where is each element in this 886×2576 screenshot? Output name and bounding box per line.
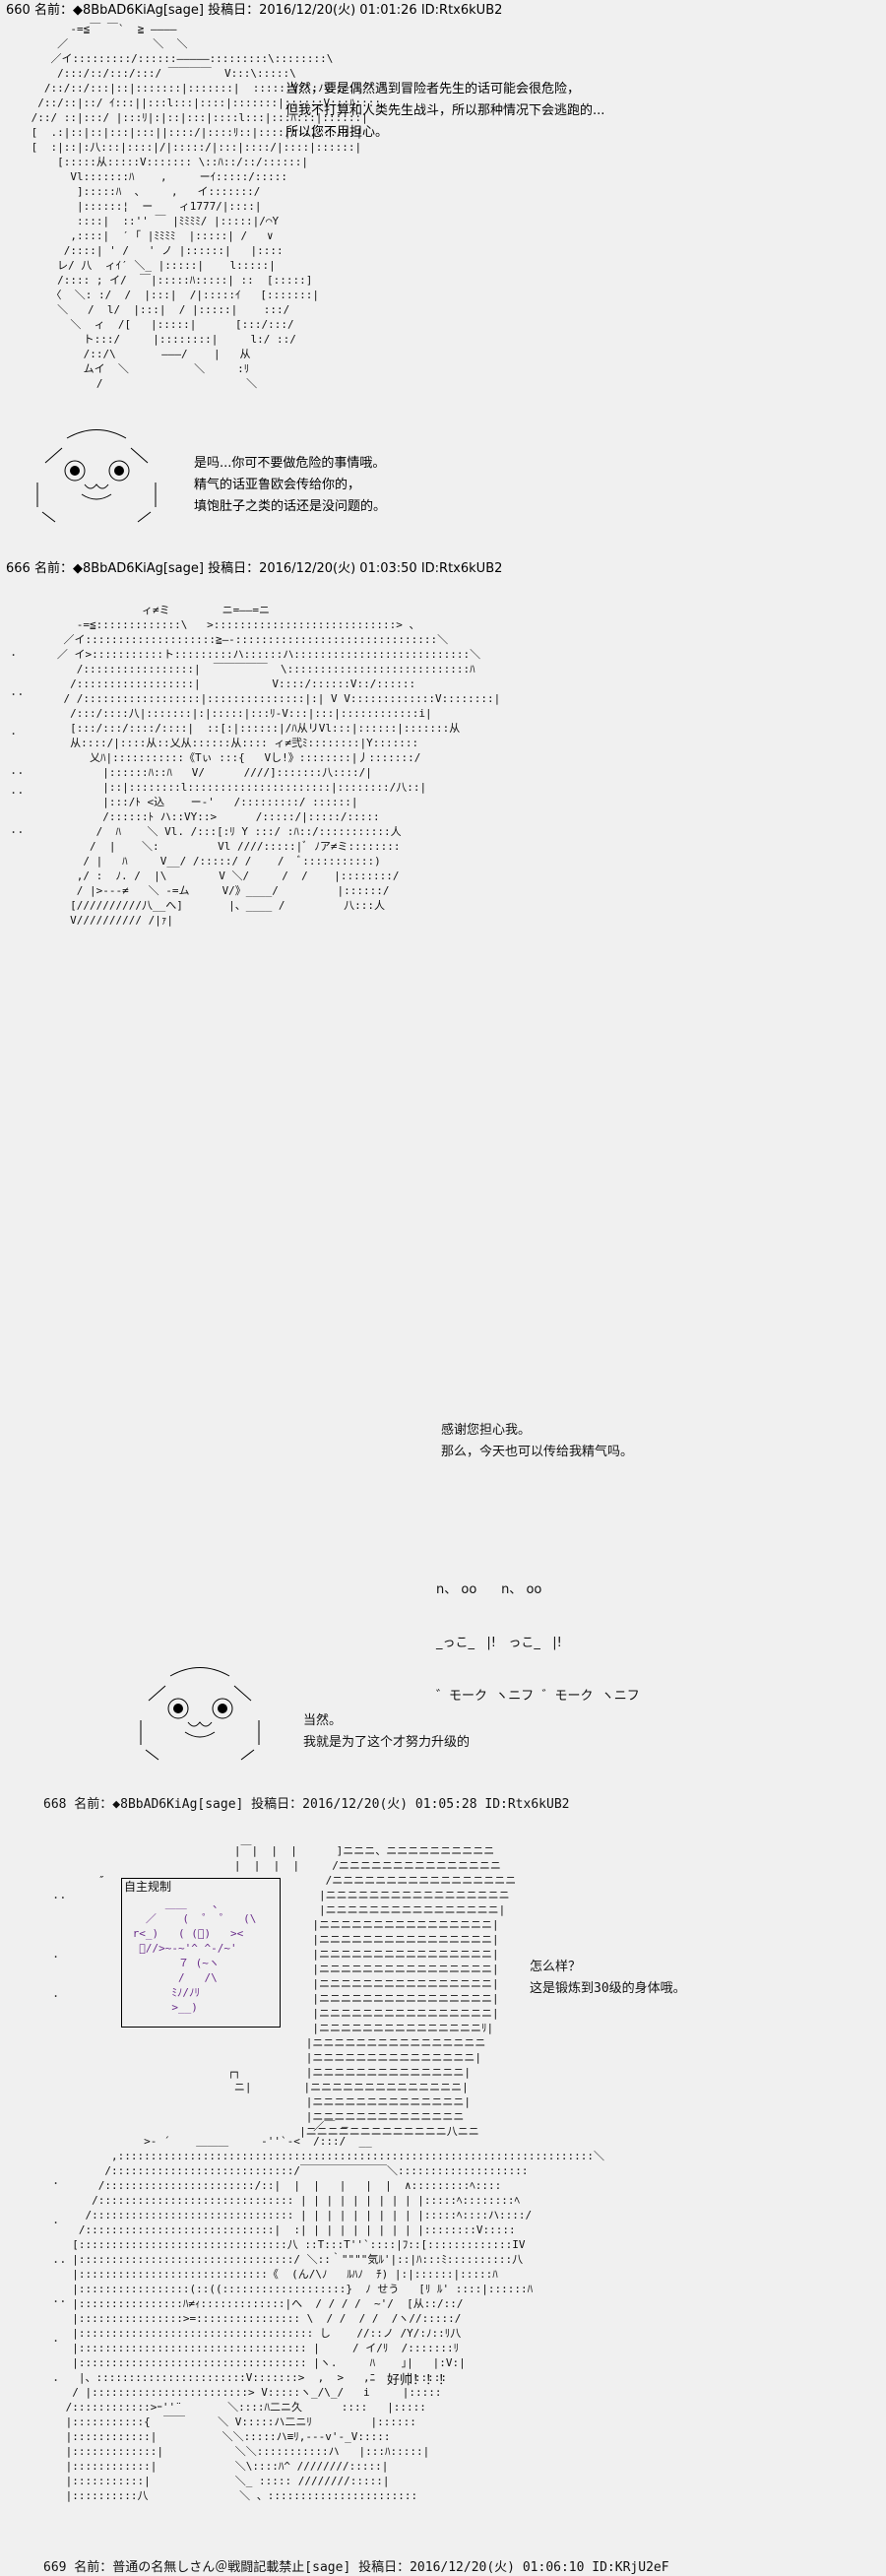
dialog-line: 当然，要是偶然遇到冒险者先生的话可能会很危险，	[285, 82, 581, 97]
dialog-668-a: 怎么样？ 这是锻炼到30级的身体哦。	[530, 1957, 686, 2000]
ascii-art-muscle-body-bottom: ／￣ ― >‐ ´ ＿＿＿ ‐''`‐< /:::/ __ ,:::::::::…	[65, 2120, 605, 2502]
dialog-line: 但我不打算和人类先生战斗，所以那种情况下会逃跑的...	[285, 103, 605, 118]
dialog-line: 精气的话亚鲁欧会传给你的，	[194, 478, 361, 492]
dialog-668-b: 好帅！！！	[387, 2370, 451, 2392]
dialog-line: 是吗...你可不要做危险的事情哦。	[194, 456, 386, 471]
dialog-line: 这是锻炼到30级的身体哦。	[530, 1981, 686, 1996]
post-header-666: 666 名前：◆8BbAD6KiAg[sage] 投稿日：2016/12/20(…	[6, 561, 503, 576]
dialog-line: 当然。	[303, 1713, 343, 1728]
post-header-668: 668 名前：◆8BbAD6KiAg[sage] 投稿日：2016/12/20(…	[43, 1797, 570, 1812]
dialog-line: 怎么样？	[530, 1960, 582, 1974]
dot-column: . .. . .. .. ..	[10, 645, 25, 836]
dialog-line: 我就是为了这个才努力升级的	[303, 1735, 471, 1750]
mochi-face-2	[140, 1667, 260, 1761]
ascii-art-censored-mushroom: ＿＿ ､ ／ ( ゜ ゜ (\ r<_) ( (ﾟ) >< ﾞ//>~-~'^ …	[132, 1898, 257, 2014]
dialog-666-a: 感谢您担心我。 那么，今天也可以传给我精气吗。	[441, 1420, 633, 1463]
sfx-line: ゛モーク ヽニフ ゛モーク ヽニフ	[436, 1689, 640, 1704]
ascii-art-character-dancer: ィ≠ミ ニ=――=ニ -=≦:::::::::::::\ >::::::::::…	[43, 604, 686, 2575]
dialog-line: 好帅！！！	[387, 2373, 452, 2388]
sfx-line: n、 oo n、 oo	[436, 1582, 542, 1597]
dialog-line: 那么，今天也可以传给我精气吗。	[441, 1445, 634, 1459]
quote-mark: ″	[98, 1874, 105, 1887]
post-header-669: 669 名前：普通の名無しさん＠戦闘記載禁止[sage] 投稿日：2016/12…	[43, 2560, 669, 2575]
post-header-660: 660 名前：◆8BbAD6KiAg[sage] 投稿日：2016/12/20(…	[6, 3, 503, 18]
ascii-art-character-hooded: -=≦￣ ￣` ≧ ―――― ／ ＼ ＼ ／イ:::::::::/::::::―…	[31, 23, 381, 390]
dialog-666-b: 当然。 我就是为了这个才努力升级的	[303, 1710, 470, 1754]
sfx-line: _っこ_ |! っこ_ |!	[436, 1636, 562, 1650]
mochi-face-1	[36, 429, 157, 523]
dialog-660-a: 当然，要是偶然遇到冒险者先生的话可能会很危险， 但我不打算和人类先生战斗，所以那…	[285, 79, 604, 144]
dialog-660-b: 是吗...你可不要做危险的事情哦。 精气的话亚鲁欧会传给你的， 填饱肚子之类的话…	[194, 453, 386, 518]
dialog-line: 感谢您担心我。	[441, 1423, 532, 1438]
dialog-line: 填饱肚子之类的话还是没问题的。	[194, 499, 387, 514]
sound-effect: n、 oo n、 oo _っこ_ |! っこ_ |! ゛モーク ヽニフ ゛モーク…	[436, 1546, 640, 1723]
dot-column: .. . .	[52, 1888, 67, 2000]
dialog-line: 所以您不用担心。	[285, 125, 389, 140]
censor-panel-title: 自主规制	[124, 1880, 172, 1894]
censor-panel: 自主规制 ＿＿ ､ ／ ( ゜ ゜ (\ r<_) ( (ﾟ) >< ﾞ//>~…	[121, 1878, 281, 2028]
